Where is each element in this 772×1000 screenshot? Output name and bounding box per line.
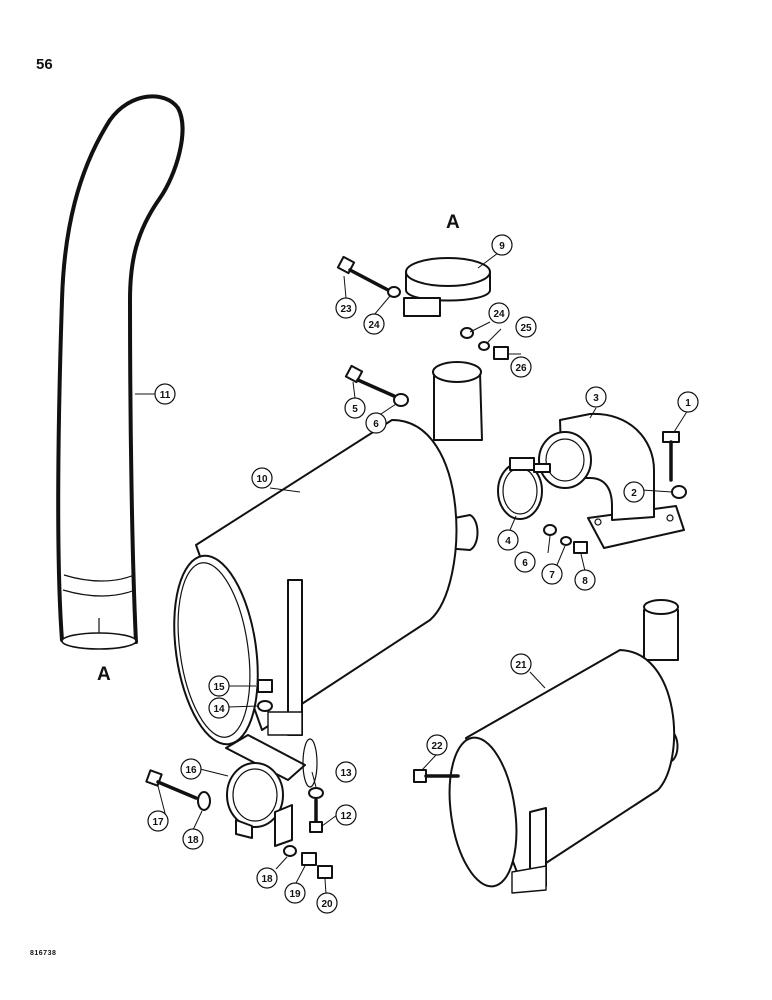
callout-23: 23: [335, 297, 357, 319]
callout-9: 9: [491, 234, 513, 256]
svg-text:20: 20: [321, 899, 333, 910]
washer-18a: [197, 791, 211, 811]
washer-24a: [387, 286, 401, 298]
washer-6b: [543, 524, 557, 536]
section-label-top: A: [446, 212, 460, 233]
svg-text:7: 7: [549, 570, 555, 581]
svg-text:24: 24: [493, 309, 505, 320]
callout-26: 26: [510, 356, 532, 378]
svg-text:21: 21: [515, 660, 527, 671]
exhaust-stack-pipe: [56, 94, 185, 650]
nut-8: [573, 541, 588, 554]
callout-19: 19: [284, 882, 306, 904]
bolt-23: [336, 255, 390, 292]
callout-24a: 24: [363, 313, 385, 335]
callout-13: 13: [335, 761, 357, 783]
svg-text:14: 14: [213, 704, 225, 715]
bolt-22: [413, 769, 460, 783]
washer-14: [257, 700, 273, 712]
callout-6b: 6: [514, 551, 536, 573]
svg-text:19: 19: [289, 889, 301, 900]
callout-25: 25: [515, 316, 537, 338]
band-clamp-9: [403, 257, 491, 317]
nut-26: [493, 346, 509, 360]
pipe-clamp-4: [497, 457, 551, 520]
svg-text:15: 15: [213, 682, 225, 693]
callout-18a: 18: [182, 828, 204, 850]
washer-13: [308, 787, 324, 799]
svg-text:9: 9: [499, 241, 505, 252]
nut-19: [301, 852, 317, 866]
callout-12: 12: [335, 804, 357, 826]
svg-text:26: 26: [515, 363, 527, 374]
main-muffler: [173, 361, 483, 746]
callout-4: 4: [497, 529, 519, 551]
svg-text:3: 3: [593, 393, 599, 404]
callout-11: 11: [154, 383, 176, 405]
figure-code: 816738: [30, 950, 57, 957]
lock-washer-7: [560, 536, 572, 546]
svg-text:25: 25: [520, 323, 532, 334]
svg-text:13: 13: [340, 768, 352, 779]
callout-17: 17: [147, 810, 169, 832]
svg-text:18: 18: [261, 874, 273, 885]
svg-text:17: 17: [152, 817, 164, 828]
svg-text:1: 1: [685, 398, 691, 409]
svg-text:2: 2: [631, 488, 637, 499]
mounting-bracket-16: [225, 734, 318, 847]
lock-washer-25: [478, 341, 490, 351]
callout-16: 16: [180, 758, 202, 780]
callout-6a: 6: [365, 412, 387, 434]
svg-text:18: 18: [187, 835, 199, 846]
section-label-bottom: A: [97, 664, 111, 685]
washer-24b: [460, 327, 474, 339]
svg-text:4: 4: [505, 536, 511, 547]
callout-14: 14: [208, 697, 230, 719]
svg-text:5: 5: [352, 404, 358, 415]
svg-text:6: 6: [522, 558, 528, 569]
callout-8: 8: [574, 569, 596, 591]
washer-18b: [283, 845, 297, 857]
bolt-1: [662, 431, 680, 482]
callout-2: 2: [623, 481, 645, 503]
callouts: 1 2 3 4 5 6 6 7 8 9 10 11 12 13 14 15 16…: [147, 234, 699, 914]
bolt-17: [145, 769, 198, 800]
svg-text:11: 11: [160, 390, 171, 401]
callout-18b: 18: [256, 867, 278, 889]
alternate-muffler: [448, 599, 679, 894]
svg-text:22: 22: [431, 741, 443, 752]
callout-10: 10: [251, 467, 273, 489]
callout-1: 1: [677, 391, 699, 413]
hardware: [145, 255, 687, 879]
washer-2: [671, 485, 687, 499]
callout-24b: 24: [488, 302, 510, 324]
callout-5: 5: [344, 397, 366, 419]
svg-text:6: 6: [373, 419, 379, 430]
callout-3: 3: [585, 386, 607, 408]
svg-text:12: 12: [340, 811, 352, 822]
svg-text:10: 10: [256, 474, 268, 485]
svg-text:8: 8: [582, 576, 588, 587]
callout-22: 22: [426, 734, 448, 756]
callout-7: 7: [541, 563, 563, 585]
svg-text:24: 24: [368, 320, 380, 331]
callout-21: 21: [510, 653, 532, 675]
page-number: 56: [36, 56, 53, 73]
callout-15: 15: [208, 675, 230, 697]
washer-6a: [393, 393, 409, 407]
bolt-12: [309, 798, 323, 833]
nut-20: [317, 865, 333, 879]
svg-text:16: 16: [185, 765, 197, 776]
bolt-5: [344, 364, 396, 398]
callout-20: 20: [316, 892, 338, 914]
svg-text:23: 23: [340, 304, 352, 315]
nut-15: [257, 679, 273, 693]
